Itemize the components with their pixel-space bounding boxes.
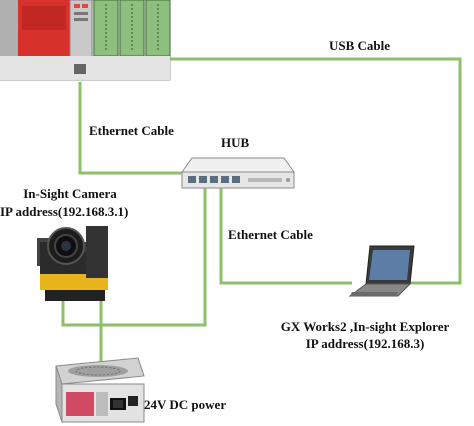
hub-label: HUB — [221, 135, 250, 150]
ethernet-cable-label-top: Ethernet Cable — [89, 123, 174, 138]
ethernet-cable-plc-hub — [78, 82, 182, 175]
smart-camera-icon — [37, 226, 108, 301]
power-supply-icon — [55, 357, 145, 423]
camera-title: In-Sight Camera — [23, 186, 117, 201]
network-hub-icon — [181, 157, 295, 189]
laptop-icon — [348, 245, 415, 297]
usb-cable-line — [91, 57, 462, 285]
pc-title: GX Works2 ,In-sight Explorer — [280, 319, 450, 334]
pc-ip-label: IP address(192.168.3) — [305, 336, 425, 351]
ethernet-cable-hub-pc — [219, 188, 352, 285]
power-label: 24V DC power — [144, 397, 227, 412]
ethernet-cable-hub-camera — [101, 188, 207, 327]
power-cable-camera — [61, 301, 101, 327]
plc-rack-icon — [0, 0, 171, 81]
ethernet-cable-label-bottom: Ethernet Cable — [228, 227, 313, 242]
camera-ip-label: IP address(192.168.3.1) — [0, 204, 129, 219]
cables — [61, 57, 462, 372]
usb-cable-label: USB Cable — [329, 38, 391, 53]
